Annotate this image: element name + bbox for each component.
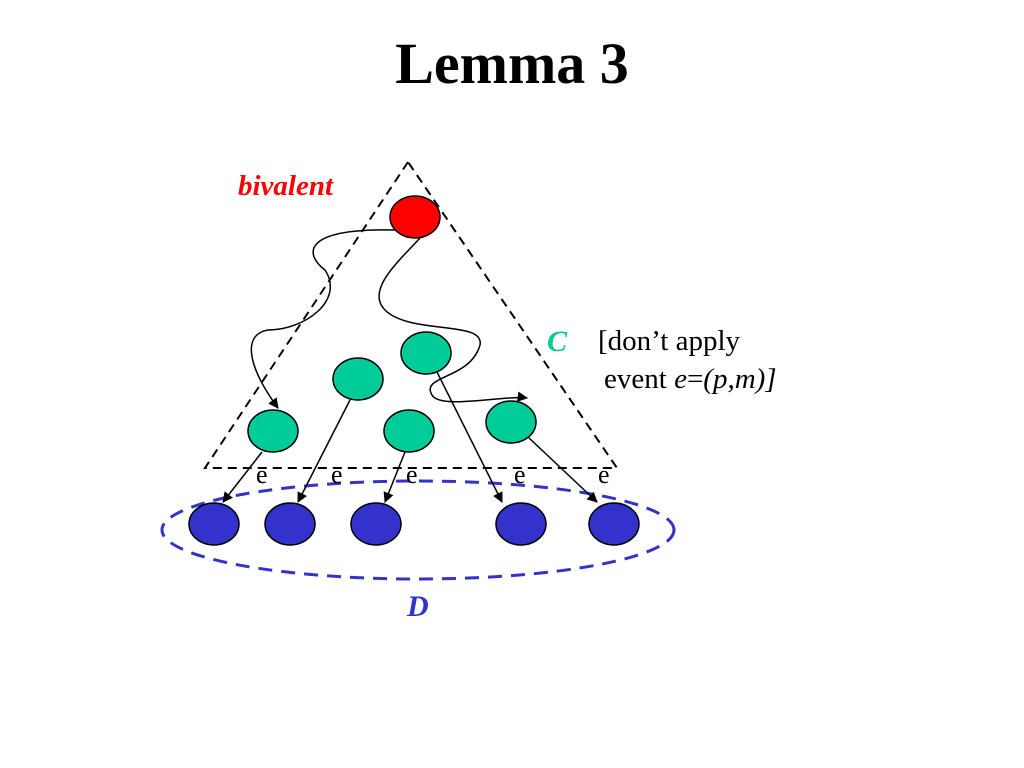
wavy-path-right (378, 237, 529, 403)
edge-label-e: e (514, 460, 526, 489)
c-node (247, 409, 299, 453)
note-event-tuple: (p,m)] (703, 363, 777, 395)
edge-label-e: e (406, 460, 418, 489)
e-edge-1 (222, 451, 263, 503)
configuration-triangle (203, 160, 619, 469)
note-line-1: [don’t apply (598, 325, 741, 357)
d-node (495, 502, 547, 546)
note-line-2: event e=(p,m)] (598, 360, 777, 398)
annotation-note: [don’t apply event e=(p,m)] (598, 322, 777, 398)
d-node (350, 502, 402, 546)
bivalent-label: bivalent (238, 170, 334, 202)
d-node (588, 502, 640, 546)
e-edge-5 (527, 436, 598, 503)
set-c-label: C (547, 325, 568, 358)
d-node (188, 502, 240, 546)
c-node (485, 400, 537, 444)
wavy-path-left (250, 229, 396, 409)
c-node (383, 409, 435, 453)
d-node (264, 502, 316, 546)
e-edge-3 (383, 451, 406, 503)
note-event-var: e (674, 363, 687, 395)
note-prefix: event (604, 363, 675, 395)
set-d-label: D (407, 590, 429, 623)
c-node (332, 357, 384, 401)
note-equals: = (686, 363, 704, 395)
edge-label-e: e (256, 460, 268, 489)
edge-label-e: e (598, 460, 610, 489)
c-node (400, 331, 452, 375)
edge-label-e: e (331, 460, 343, 489)
bivalent-node (389, 195, 441, 239)
e-edge-2 (297, 399, 351, 503)
page-title: Lemma 3 (395, 31, 629, 96)
e-edge-4 (436, 371, 503, 503)
set-d-ellipse (160, 479, 676, 581)
